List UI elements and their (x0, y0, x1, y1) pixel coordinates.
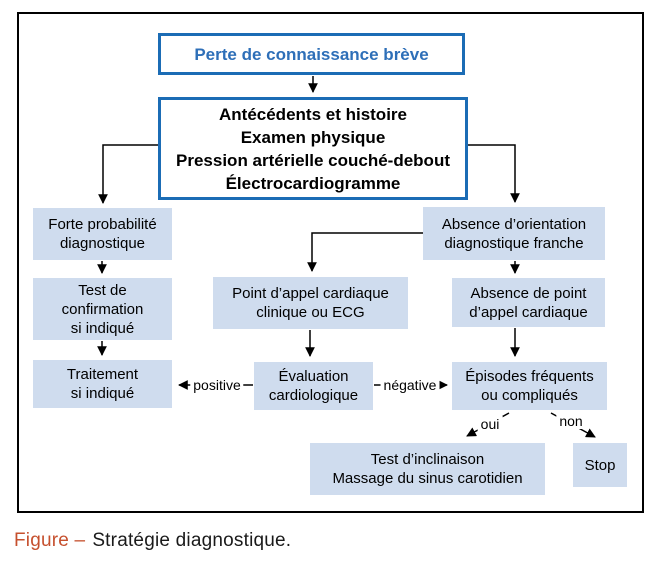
node-absence-orientation-label: Absence d’orientation diagnostique franc… (441, 215, 587, 252)
node-episodes-frequents: Épisodes fréquents ou compliqués (452, 362, 607, 410)
node-absence-point-appel: Absence de point d’appel cardiaque (452, 278, 605, 327)
node-test-confirmation-label: Test de confirmation si indiqué (61, 281, 144, 337)
node-inclinaison-label: Test d’inclinaison Massage du sinus caro… (332, 451, 523, 487)
edge-label-negative: négative (380, 377, 440, 393)
node-perte-de-connaissance: Perte de connaissance brève (158, 33, 465, 75)
edge-label-positive: positive (190, 377, 244, 393)
node-test-inclinaison: Test d’inclinaison Massage du sinus caro… (310, 443, 545, 495)
edge-label-non: non (556, 413, 586, 429)
node-point-appel-cardiaque: Point d’appel cardiaque clinique ou ECG (213, 277, 408, 329)
node-traitement: Traitement si indiqué (33, 360, 172, 408)
node-stop-label: Stop (584, 456, 616, 474)
figure-caption: Figure – Stratégie diagnostique. (14, 530, 291, 552)
node-absence-orientation: Absence d’orientation diagnostique franc… (423, 207, 605, 260)
node-forte-probabilite-label: Forte probabilité diagnostique (48, 216, 157, 252)
node-stop: Stop (573, 443, 627, 487)
node-point-appel-label: Point d’appel cardiaque clinique ou ECG (232, 285, 389, 321)
figure-frame (17, 12, 644, 513)
node-traitement-label: Traitement si indiqué (66, 366, 139, 402)
node-test-confirmation: Test de confirmation si indiqué (33, 278, 172, 340)
node-evaluation-cardiologique: Évaluation cardiologique (254, 362, 373, 410)
node-absence-point-label: Absence de point d’appel cardiaque (469, 284, 588, 321)
caption-title: Stratégie diagnostique. (92, 530, 292, 551)
node-antecedents-label: Antécédents et histoire Examen physique … (176, 104, 450, 193)
node-perte-label: Perte de connaissance brève (194, 44, 429, 64)
node-episodes-label: Épisodes fréquents ou compliqués (465, 368, 594, 404)
node-antecedents-examen: Antécédents et histoire Examen physique … (158, 97, 468, 200)
node-forte-probabilite: Forte probabilité diagnostique (33, 208, 172, 260)
edge-label-oui: oui (477, 416, 503, 432)
caption-label: Figure – (14, 530, 86, 551)
node-evaluation-label: Évaluation cardiologique (268, 368, 359, 404)
